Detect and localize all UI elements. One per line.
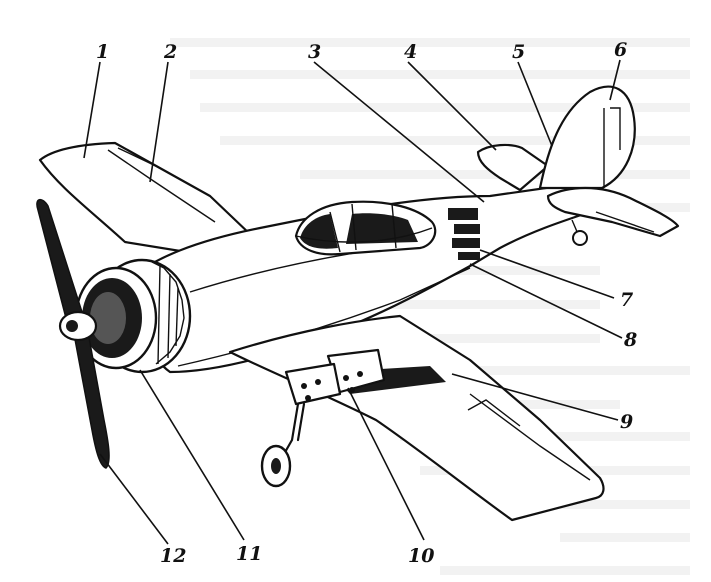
leader-3 [313, 61, 485, 203]
callout-2: 2 [163, 41, 177, 63]
leader-10 [347, 387, 425, 541]
leader-4 [407, 61, 497, 151]
callout-3: 3 [308, 41, 321, 63]
leader-lines [83, 59, 623, 545]
callout-4: 4 [404, 41, 417, 63]
leader-9 [451, 373, 619, 421]
landing-gear-bracket [284, 348, 386, 406]
leader-1 [83, 61, 101, 159]
tail-wheel [571, 219, 588, 246]
callout-6: 6 [614, 39, 627, 61]
leader-2 [149, 61, 169, 183]
callout-10: 10 [408, 545, 434, 567]
leader-12 [99, 453, 169, 545]
main-landing-gear [260, 402, 306, 488]
vertical-fin [538, 85, 636, 190]
engine-cowling [74, 258, 192, 374]
propeller [36, 198, 110, 469]
leader-8 [469, 263, 623, 339]
callout-labels: 1 2 3 4 5 6 7 8 9 10 11 12 [96, 39, 637, 567]
callout-7: 7 [620, 289, 633, 311]
callout-11: 11 [236, 543, 262, 565]
callout-5: 5 [512, 41, 525, 63]
fuselage-vents [448, 208, 480, 260]
callout-9: 9 [620, 411, 633, 433]
leader-7 [479, 249, 615, 299]
leader-11 [139, 369, 245, 541]
leader-6 [609, 59, 621, 101]
canopy [294, 200, 437, 256]
leader-5 [517, 61, 553, 147]
horizontal-stabilizer-near [546, 186, 680, 238]
callout-12: 12 [160, 545, 186, 567]
callout-8: 8 [623, 329, 637, 351]
callout-1: 1 [96, 41, 109, 63]
